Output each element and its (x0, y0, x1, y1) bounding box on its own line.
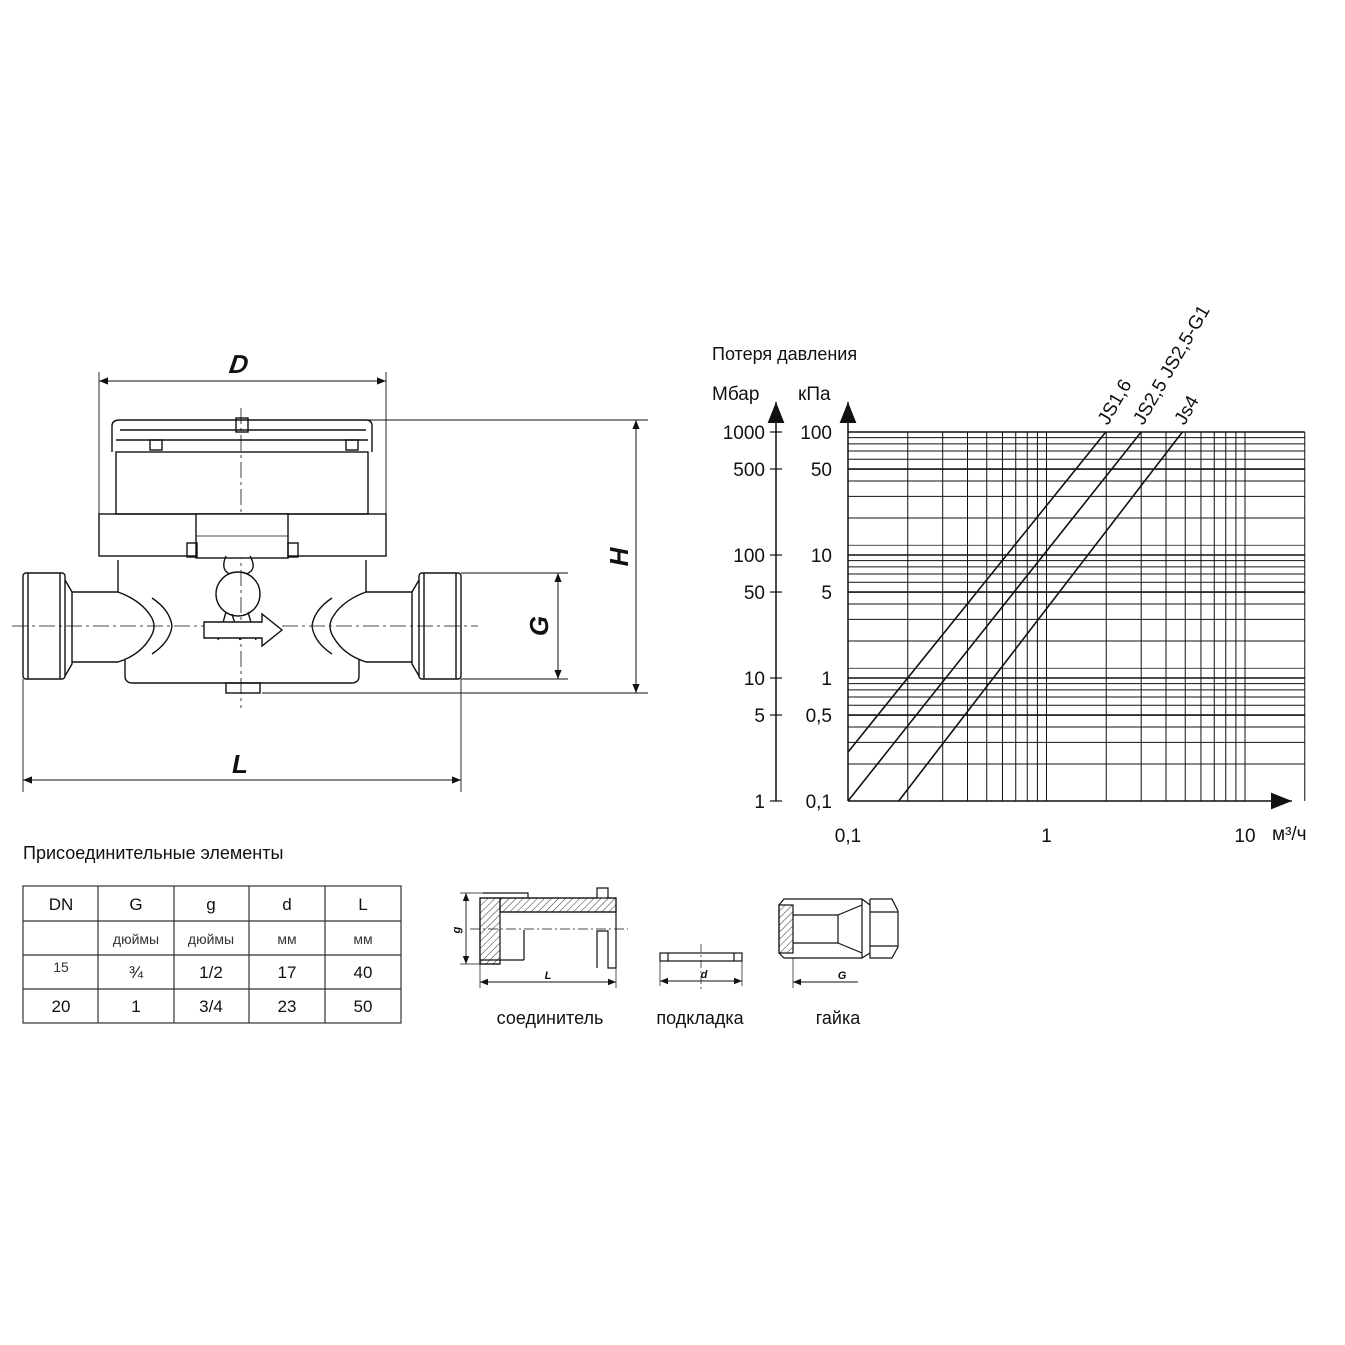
gasket-part (659, 944, 743, 990)
chart-tick-labels: 1 0,1 5 0,5 10 1 50 5 100 10 500 50 1000 100 0,1 1 10 (723, 423, 1256, 847)
table-cell: 1 (131, 997, 140, 1016)
series-line (847, 431, 1142, 802)
y-tick-label-mbar: 50 (744, 583, 765, 604)
table-unit-cell: мм (277, 931, 296, 947)
y-axis-label-kpa: кПа (798, 384, 831, 405)
y-tick-label-mbar: 500 (733, 460, 765, 481)
connector-dim-g: g (451, 926, 463, 934)
series-label: JS2,5 JS2,5-G1 (1129, 302, 1214, 429)
chart-grid (848, 431, 1306, 801)
series-line (847, 431, 1107, 753)
y-tick-label-kpa: 10 (811, 546, 832, 567)
y-tick-label-kpa: 100 (800, 423, 832, 444)
table-cell: 3/4 (199, 997, 223, 1016)
gasket-caption: подкладка (656, 1008, 744, 1028)
table-header-cell: L (358, 895, 367, 914)
x-tick-label: 10 (1234, 826, 1255, 847)
table-title: Присоединительные элементы (23, 843, 283, 863)
seal-ball (215, 571, 261, 617)
meter-body (72, 591, 155, 663)
nut-part (778, 898, 899, 988)
table-header-cell: d (282, 895, 291, 914)
x-axis-label: м³/ч (1272, 824, 1307, 845)
table-cell: 23 (278, 997, 297, 1016)
y-tick-label-kpa: 1 (821, 669, 832, 690)
connector-caption: соединитель (497, 1008, 604, 1028)
y-tick-label-mbar: 10 (744, 669, 765, 690)
connector-dim-L: L (545, 970, 552, 982)
connector-part (460, 887, 628, 988)
series-line (898, 431, 1184, 802)
table-cell: 15 (53, 959, 69, 975)
nut-caption: гайка (816, 1008, 862, 1028)
table-cell: 50 (354, 997, 373, 1016)
dimension-L-label: L (232, 749, 248, 779)
y-tick-label-kpa: 0,5 (806, 706, 832, 727)
table-cell: 1/2 (199, 963, 223, 982)
series-label: JS1,6 (1094, 376, 1136, 429)
table-header-cell: G (129, 895, 142, 914)
table-cell: 40 (354, 963, 373, 982)
register-housing (115, 451, 369, 515)
dimension-H-label: H (604, 546, 634, 566)
y-tick-label-mbar: 5 (754, 706, 765, 727)
y-tick-label-kpa: 0,1 (806, 792, 832, 813)
table-cell: 17 (278, 963, 297, 982)
y-axis-label-mbar: Мбар (712, 384, 759, 405)
y-tick-label-mbar: 1000 (723, 423, 765, 444)
table-header-cell: g (206, 895, 215, 914)
nut-dim-G: G (838, 970, 847, 982)
water-meter-drawing (12, 372, 648, 792)
y-tick-label-mbar: 1 (754, 792, 765, 813)
x-tick-label: 0,1 (835, 826, 861, 847)
table-unit-cell: дюймы (113, 931, 159, 947)
dimension-G-label: G (524, 616, 554, 636)
series-label: Js4 (1171, 392, 1204, 428)
gasket-dim-d: d (701, 969, 708, 981)
flow-direction-arrow (203, 612, 284, 648)
table-header-cell: DN (49, 895, 74, 914)
table-unit-cell: дюймы (188, 931, 234, 947)
left-connection-nut (22, 572, 73, 680)
table-cell: ¾ (129, 963, 144, 982)
chart-title: Потеря давления (712, 344, 857, 364)
table-unit-cell: мм (353, 931, 372, 947)
y-tick-label-mbar: 100 (733, 546, 765, 567)
y-tick-label-kpa: 50 (811, 460, 832, 481)
y-tick-label-kpa: 5 (821, 583, 832, 604)
right-connection-nut (411, 572, 462, 680)
dimension-D-label: D (227, 349, 250, 379)
table-cell: 20 (52, 997, 71, 1016)
x-tick-label: 1 (1041, 826, 1052, 847)
